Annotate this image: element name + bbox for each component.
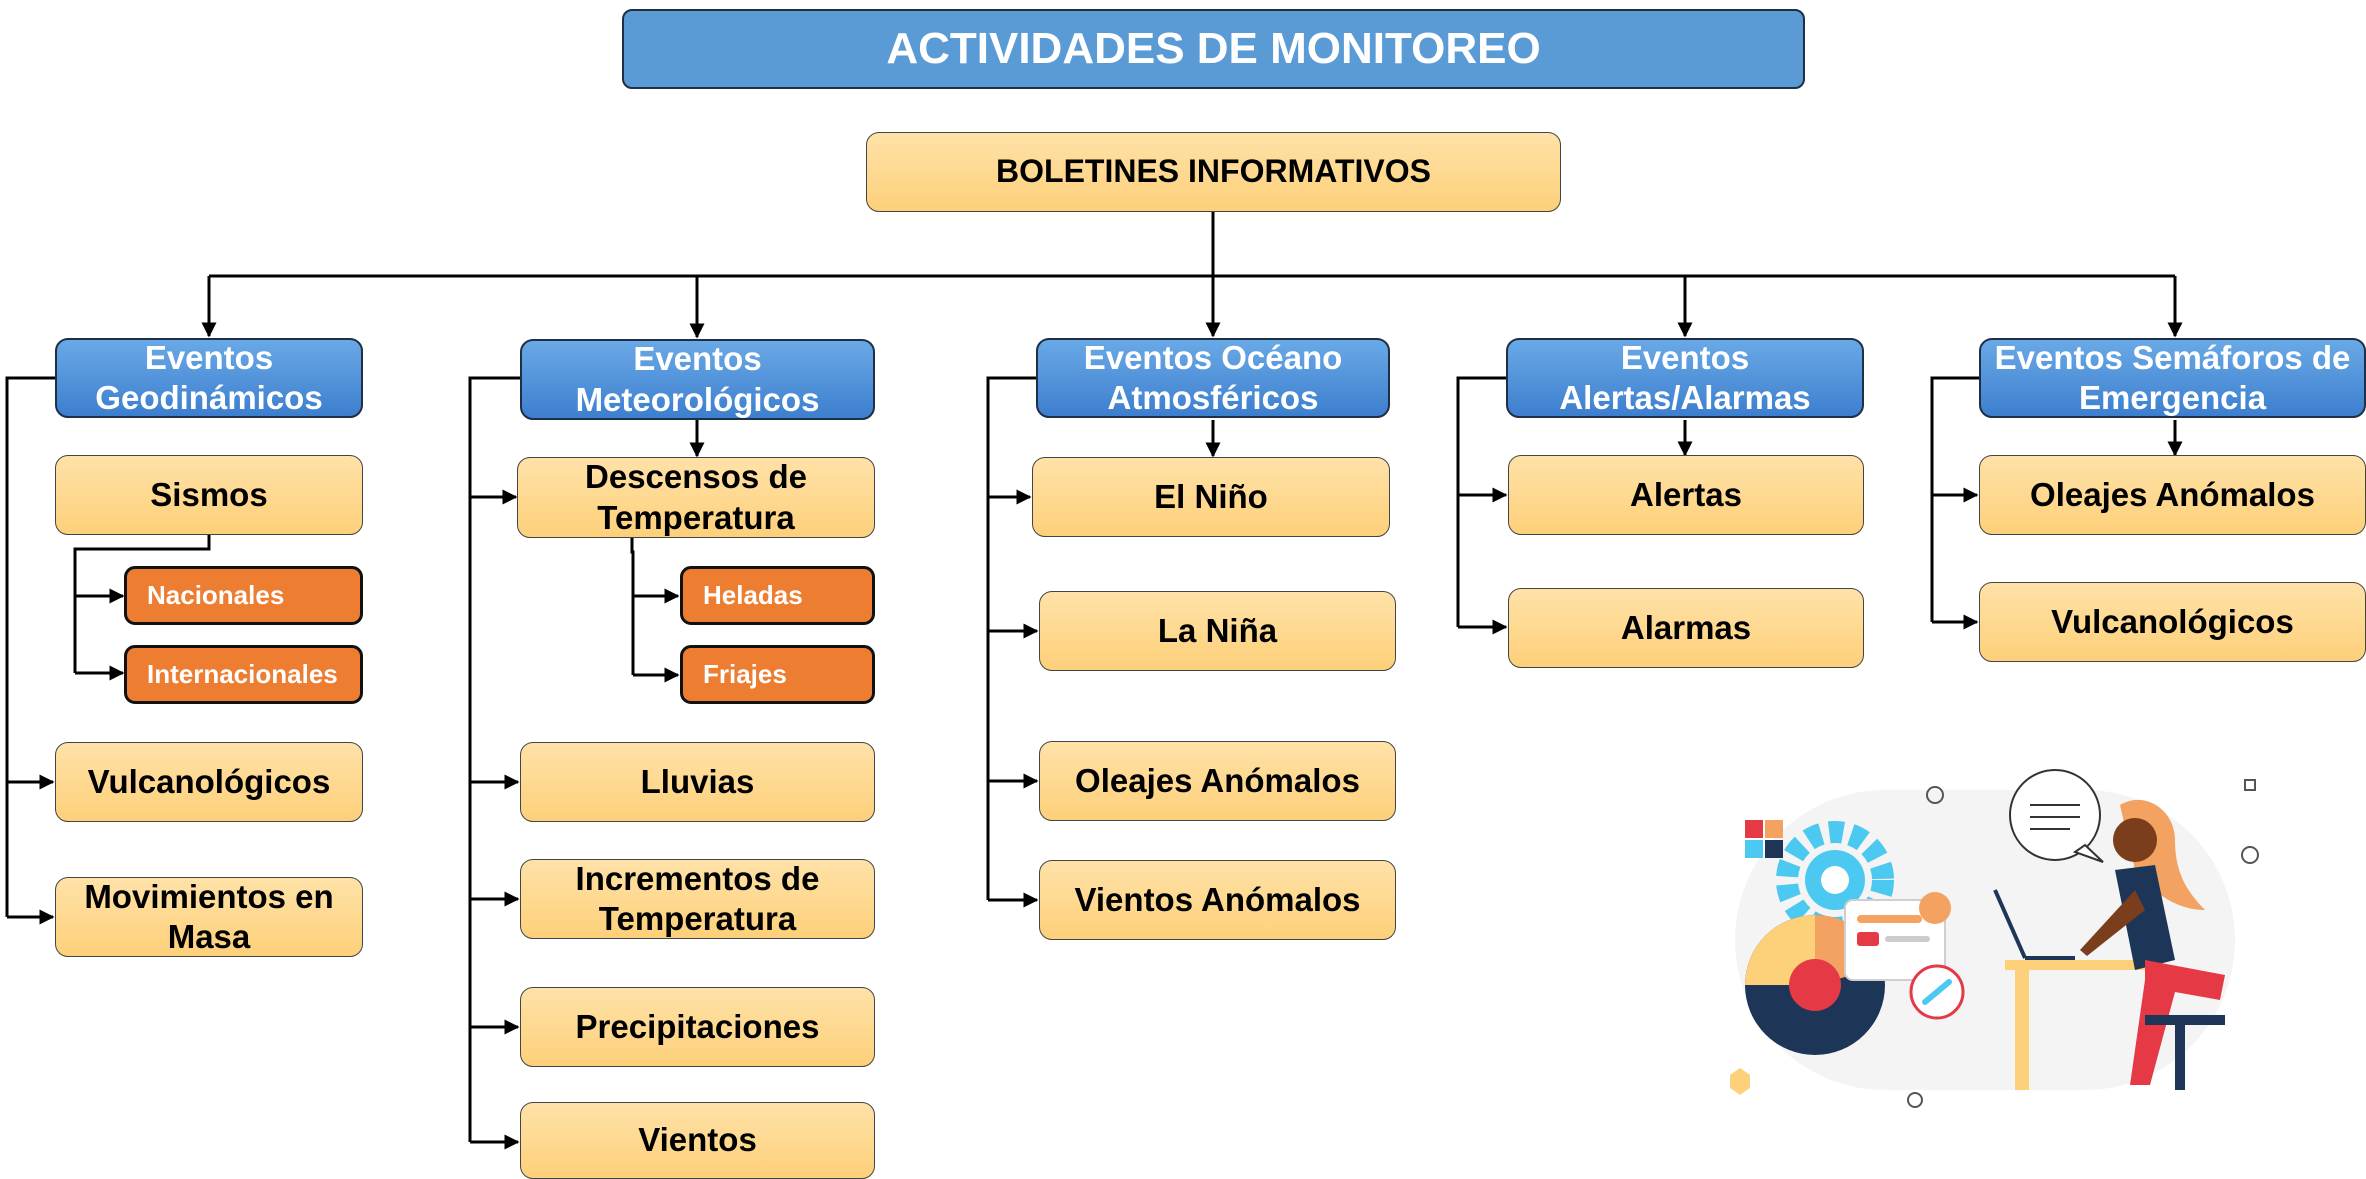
- node-movimientos-en-masa: Movimientos en Masa: [55, 877, 363, 957]
- node-oleajes-anomalos-oceano: Oleajes Anómalos: [1039, 741, 1396, 821]
- node-el-nino: El Niño: [1032, 457, 1390, 537]
- speech-bubble-icon: [2009, 769, 2101, 861]
- node-vulcanologicos-geo: Vulcanológicos: [55, 742, 363, 822]
- main-title: ACTIVIDADES DE MONITOREO: [622, 9, 1805, 89]
- node-friajes: Friajes: [680, 645, 875, 704]
- node-precipitaciones: Precipitaciones: [520, 987, 875, 1067]
- node-oleajes-anomalos-semaforos: Oleajes Anómalos: [1979, 455, 2366, 535]
- person-icon: [2080, 799, 2225, 1090]
- monitoring-illustration: [1730, 769, 2259, 1108]
- branch-geodinamicos: Eventos Geodinámicos: [55, 338, 363, 418]
- node-vulcanologicos-semaforos: Vulcanológicos: [1979, 582, 2366, 662]
- desk-icon: [2005, 960, 2145, 970]
- like-icon: [1919, 892, 1951, 924]
- node-descensos-de-temperatura: Descensos de Temperatura: [517, 457, 875, 538]
- node-vientos-anomalos: Vientos Anómalos: [1039, 860, 1396, 940]
- node-nacionales: Nacionales: [124, 566, 363, 625]
- node-lluvias: Lluvias: [520, 742, 875, 822]
- branch-oceano-atmosfericos: Eventos Océano Atmosféricos: [1036, 338, 1390, 418]
- root-node: BOLETINES INFORMATIVOS: [866, 132, 1561, 212]
- node-alarmas: Alarmas: [1508, 588, 1864, 668]
- node-heladas: Heladas: [680, 566, 875, 625]
- hexagon-icon: [1730, 1068, 1750, 1095]
- node-alertas: Alertas: [1508, 455, 1864, 535]
- branch-meteorologicos: Eventos Meteorológicos: [520, 339, 875, 420]
- laptop-icon: [1993, 889, 2027, 959]
- node-vientos: Vientos: [520, 1102, 875, 1179]
- node-internacionales: Internacionales: [124, 645, 363, 704]
- node-sismos: Sismos: [55, 455, 363, 535]
- node-incrementos-de-temperatura: Incrementos de Temperatura: [520, 859, 875, 939]
- branch-alertas-alarmas: Eventos Alertas/Alarmas: [1506, 338, 1864, 418]
- node-la-nina: La Niña: [1039, 591, 1396, 671]
- branch-semaforos-de-emergencia: Eventos Semáforos de Emergencia: [1979, 338, 2366, 418]
- square-icon: [1745, 820, 1763, 838]
